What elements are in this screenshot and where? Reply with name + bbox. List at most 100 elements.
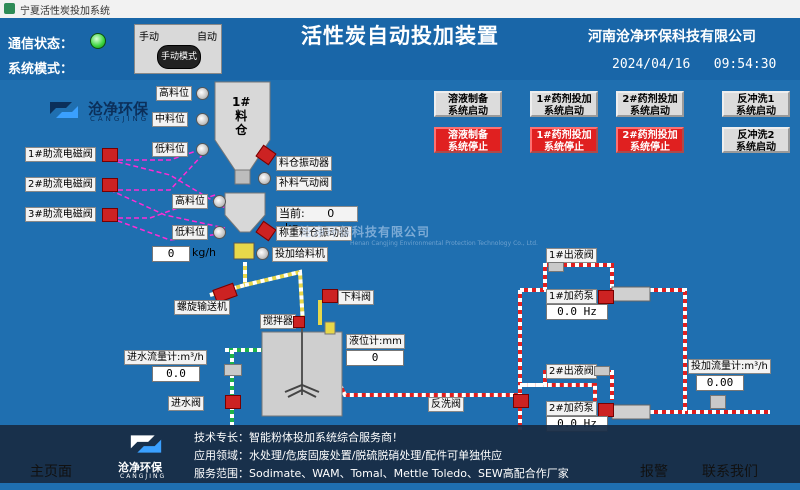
mixer-motor-icon[interactable] bbox=[293, 316, 305, 328]
dosing1-stop-button[interactable]: 1#药剂投加 系统停止 bbox=[530, 127, 598, 153]
silo-mid-level-label: 中料位 bbox=[152, 112, 188, 127]
solenoid2-valve-icon[interactable] bbox=[102, 178, 118, 192]
solenoid1-label: 1#助流电磁阀 bbox=[25, 147, 96, 162]
footer-logo-subtext: CANGJING bbox=[120, 473, 167, 480]
mode-knob[interactable]: 手动模式 bbox=[157, 45, 201, 69]
level-value: 0 bbox=[346, 350, 404, 366]
weigh-vibrator-label: 称重料仓振动器 bbox=[276, 226, 352, 241]
footer-line-service: 服务范围：Sodimate、WAM、Tomal、Mettle Toledo、SE… bbox=[194, 467, 569, 480]
inflow-value: 0.0 bbox=[152, 366, 200, 382]
refill-valve-label: 补料气动阀 bbox=[276, 176, 332, 191]
button-label: 反冲洗2 系统启动 bbox=[736, 130, 776, 153]
current-weight-display: 当前: 0 kg bbox=[276, 206, 358, 234]
logo-text: 沧净环保 bbox=[88, 100, 149, 118]
comm-status-label: 通信状态： bbox=[8, 37, 74, 52]
outlet2-valve-icon[interactable] bbox=[594, 366, 610, 376]
logo-subtext: CANGJING bbox=[90, 115, 150, 123]
inflow-meter-icon bbox=[224, 364, 242, 376]
silo-high-level-label: 高料位 bbox=[156, 86, 192, 101]
logo-mark-icon bbox=[50, 102, 78, 118]
pump1-icon[interactable] bbox=[598, 290, 614, 304]
dose-flow-value: 0.00 bbox=[696, 375, 744, 391]
solenoid3-label: 3#助流电磁阀 bbox=[25, 207, 96, 222]
hopper-high-level-sensor-icon[interactable] bbox=[213, 195, 226, 208]
solenoid2-label: 2#助流电磁阀 bbox=[25, 177, 96, 192]
pump1-label: 1#加药泵 bbox=[546, 289, 597, 304]
button-label: 1#药剂投加 系统停止 bbox=[536, 130, 592, 153]
inlet-valve-icon[interactable] bbox=[225, 395, 241, 409]
watermark-subtext: Henan Cangjing Environmental Protection … bbox=[350, 240, 538, 247]
app-icon bbox=[4, 3, 15, 14]
mode-selector[interactable]: 手动 自动 手动模式 bbox=[134, 24, 222, 74]
footer-line-expertise: 技术专长：智能粉体投加系统综合服务商！ bbox=[194, 431, 403, 444]
screw-conveyor-label: 螺旋输送机 bbox=[174, 300, 230, 315]
nav-home[interactable]: 主页面 bbox=[30, 464, 72, 480]
dosing2-stop-button[interactable]: 2#药剂投加 系统停止 bbox=[616, 127, 684, 153]
feed-rate-unit: kg/h bbox=[192, 246, 217, 259]
outlet1-valve-icon[interactable] bbox=[548, 262, 564, 272]
refill-valve-icon[interactable] bbox=[258, 172, 271, 185]
dosing2-start-button[interactable]: 2#药剂投加 系统启动 bbox=[616, 91, 684, 117]
watermark-text: 沧净环保科技有限公司 bbox=[300, 225, 431, 239]
solenoid1-valve-icon[interactable] bbox=[102, 148, 118, 162]
pump2-label: 2#加药泵 bbox=[546, 401, 597, 416]
button-label: 2#药剂投加 系统停止 bbox=[622, 130, 678, 153]
button-label: 溶液制备 系统停止 bbox=[448, 130, 488, 153]
mode-auto-label: 自动 bbox=[197, 32, 217, 43]
solution-prep-start-button[interactable]: 溶液制备 系统启动 bbox=[434, 91, 502, 117]
button-label: 2#药剂投加 系统启动 bbox=[622, 94, 678, 117]
header bbox=[0, 18, 800, 80]
footer-logo-text: 沧净环保 bbox=[118, 461, 162, 474]
comm-status-led bbox=[90, 33, 106, 49]
solenoid3-valve-icon[interactable] bbox=[102, 208, 118, 222]
backwash1-start-button[interactable]: 反冲洗1 系统启动 bbox=[722, 91, 790, 117]
current-weight-value: 0 bbox=[327, 207, 335, 220]
silo-vibrator-label: 料仓振动器 bbox=[276, 156, 332, 171]
pump2-icon[interactable] bbox=[598, 403, 614, 417]
footer-line-applications: 应用领域：水处理/危废固废处置/脱硫脱硝处理/配件可单独供应 bbox=[194, 449, 503, 462]
hopper-low-level-sensor-icon[interactable] bbox=[213, 226, 226, 239]
silo-name: 1# 料 仓 bbox=[232, 95, 251, 137]
window-title: 宁夏活性炭投加系统 bbox=[20, 6, 110, 17]
datetime: 2024/04/16 09:54:30 bbox=[612, 57, 776, 72]
nav-contact[interactable]: 联系我们 bbox=[702, 464, 758, 480]
pump1-frequency: 0.0 Hz bbox=[546, 304, 608, 320]
footer: 沧净环保 CANGJING 技术专长：智能粉体投加系统综合服务商！ 应用领域：水… bbox=[0, 425, 800, 483]
dose-flow-meter-icon bbox=[710, 395, 726, 409]
system-mode-label: 系统模式： bbox=[8, 62, 74, 77]
company-name: 河南沧净环保科技有限公司 bbox=[588, 29, 756, 45]
current-weight-label: 当前: bbox=[279, 207, 305, 220]
discharge-valve-label: 下料阀 bbox=[338, 290, 374, 305]
silo-mid-level-sensor-icon[interactable] bbox=[196, 113, 209, 126]
dose-flow-meter-label: 投加流量计:m³/h bbox=[688, 359, 771, 374]
footer-logo: 沧净环保 CANGJING bbox=[118, 431, 168, 480]
outlet1-label: 1#出液阀 bbox=[546, 248, 597, 263]
silo-low-level-label: 低料位 bbox=[152, 142, 188, 157]
mode-manual-label: 手动 bbox=[139, 32, 159, 43]
level-meter-label: 液位计:mm bbox=[346, 334, 405, 349]
inlet-valve-label: 进水阀 bbox=[168, 396, 204, 411]
silo-high-level-sensor-icon[interactable] bbox=[196, 87, 209, 100]
mixer-label: 搅拌器 bbox=[260, 314, 296, 329]
date-value: 2024/04/16 bbox=[612, 57, 691, 72]
inflow-meter-label: 进水流量计:m³/h bbox=[124, 350, 207, 365]
backwash-valve-label: 反洗阀 bbox=[428, 397, 464, 412]
solution-prep-stop-button[interactable]: 溶液制备 系统停止 bbox=[434, 127, 502, 153]
backwash2-start-button[interactable]: 反冲洗2 系统启动 bbox=[722, 127, 790, 153]
feeder-label: 投加给料机 bbox=[272, 247, 328, 262]
company-logo: 沧净环保 CANGJING bbox=[46, 98, 176, 124]
feed-rate-value: 0 bbox=[152, 246, 190, 262]
time-value: 09:54:30 bbox=[713, 57, 777, 72]
dosing1-start-button[interactable]: 1#药剂投加 系统启动 bbox=[530, 91, 598, 117]
feeder-motor-icon[interactable] bbox=[256, 247, 269, 260]
button-label: 1#药剂投加 系统启动 bbox=[536, 94, 592, 117]
hopper-high-level-label: 高料位 bbox=[172, 194, 208, 209]
nav-alarm[interactable]: 报警 bbox=[640, 464, 668, 480]
button-label: 反冲洗1 系统启动 bbox=[736, 94, 776, 117]
backwash-valve-icon[interactable] bbox=[513, 394, 529, 408]
discharge-valve-icon[interactable] bbox=[322, 289, 338, 303]
silo-low-level-sensor-icon[interactable] bbox=[196, 143, 209, 156]
page-title: 活性炭自动投加装置 bbox=[301, 23, 499, 48]
hopper-low-level-label: 低料位 bbox=[172, 225, 208, 240]
